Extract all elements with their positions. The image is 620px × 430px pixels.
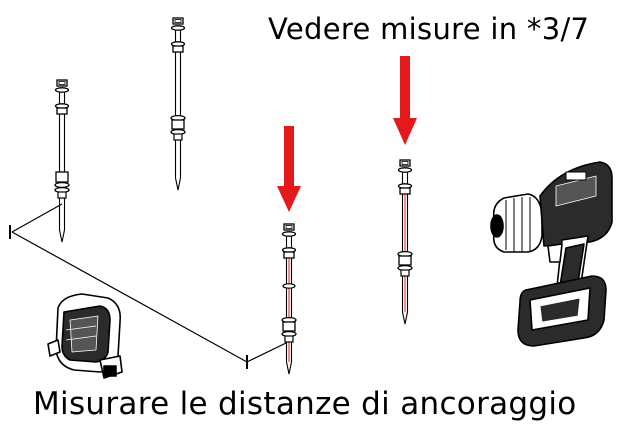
instruction-caption: Misurare le distanze di ancoraggio — [33, 386, 577, 422]
tape-measure-icon — [47, 293, 123, 379]
anchor-rod-back — [170, 17, 186, 191]
anchor-rod-front — [281, 223, 297, 375]
anchor-rod-left — [54, 79, 70, 243]
anchor-rod-right — [397, 159, 413, 325]
measurement-note: Vedere misure in *3/7 — [268, 12, 590, 46]
down-arrow-icon — [277, 126, 301, 212]
cordless-drill-icon — [490, 161, 613, 347]
down-arrow-icon — [393, 56, 417, 145]
measurement-lines — [9, 203, 287, 369]
